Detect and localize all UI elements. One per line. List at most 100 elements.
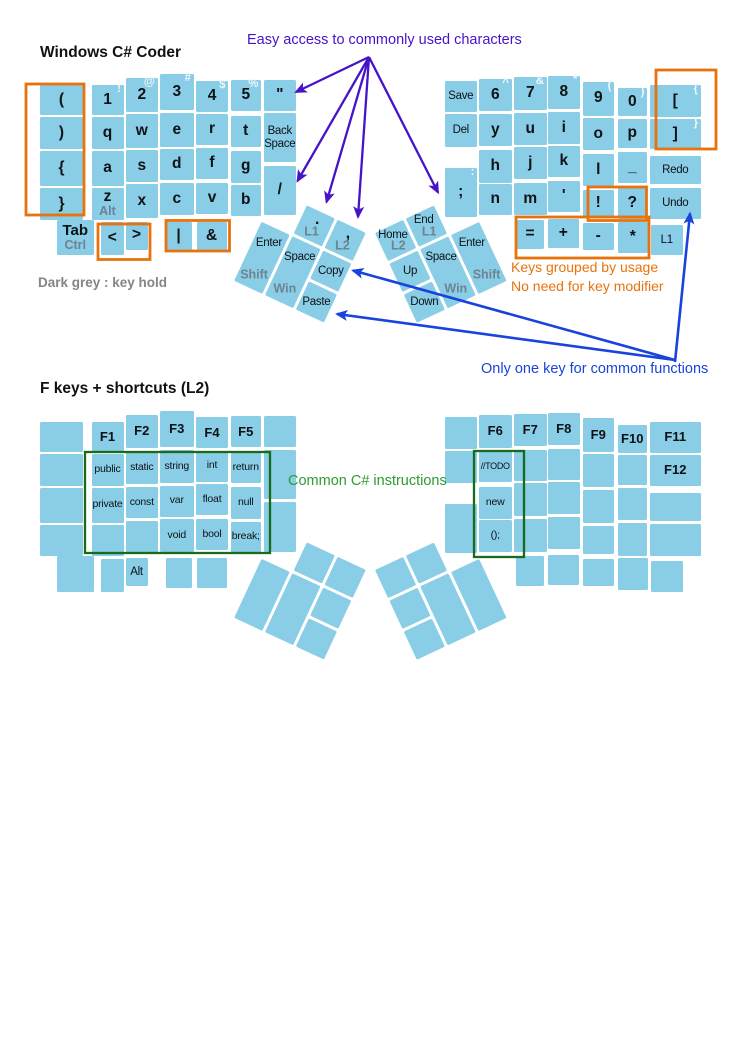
key-blank xyxy=(617,455,647,485)
key-break: break; xyxy=(230,521,261,553)
key-o: o xyxy=(582,117,614,150)
layer2-title: F keys + shortcuts (L2) xyxy=(40,380,210,397)
key-8: 8* xyxy=(547,74,580,109)
key-greater-than: > xyxy=(125,221,148,250)
key-blank xyxy=(514,449,547,481)
key-blank xyxy=(165,558,192,588)
key-f2: F2 xyxy=(126,414,158,448)
key-ampersand: & xyxy=(196,221,227,251)
hold-label: Win xyxy=(273,281,297,296)
key-question: ? xyxy=(617,186,647,219)
key-blank xyxy=(263,416,296,447)
key-blank xyxy=(651,561,683,592)
key-end-label: End xyxy=(413,214,434,227)
hold-label: L1 xyxy=(421,224,437,239)
annotation-arrow-4 xyxy=(367,56,440,195)
note-easy-access: Easy access to commonly used characters xyxy=(247,32,522,48)
key-float: float xyxy=(196,484,228,515)
key-blank xyxy=(547,448,580,480)
annotation-arrow-2 xyxy=(324,56,371,204)
key-undo: Undo xyxy=(650,187,701,219)
annotation-arrow-0 xyxy=(294,55,370,94)
key-blank xyxy=(40,487,83,523)
key-p: p xyxy=(617,118,647,148)
key-g: g xyxy=(230,150,261,183)
key-save: Save xyxy=(444,80,477,112)
key-blank xyxy=(547,555,579,585)
key-blank xyxy=(444,504,477,553)
key-space-label: Space xyxy=(284,251,316,264)
hold-label: L1 xyxy=(304,224,319,239)
key-m: m xyxy=(514,182,547,215)
key-t: t xyxy=(230,115,261,147)
key-b: b xyxy=(230,185,261,216)
shifted-symbol: : xyxy=(470,165,475,178)
key-blank xyxy=(126,520,158,554)
key-blank xyxy=(57,556,94,592)
key-blank xyxy=(444,417,477,449)
hold-label: Alt xyxy=(99,204,116,219)
key-j: j xyxy=(514,146,547,179)
key-slash: / xyxy=(263,165,296,215)
key-f11: F11 xyxy=(650,421,701,453)
hold-label: L2 xyxy=(335,238,350,253)
key-f6: F6 xyxy=(479,415,512,448)
key-var: var xyxy=(160,485,194,517)
annotation-arrow-1 xyxy=(296,56,370,183)
key-f1: F1 xyxy=(91,421,124,452)
annotation-arrow-6 xyxy=(335,309,676,362)
note-dark-grey-legend: Dark grey : key hold xyxy=(38,274,168,290)
key-0: 0) xyxy=(617,86,647,116)
shifted-symbol: { xyxy=(693,83,698,95)
key-enter-label: Enter xyxy=(458,236,485,249)
shifted-symbol: ! xyxy=(117,83,121,95)
key-f: f xyxy=(196,147,228,179)
key-close-brace: } xyxy=(40,188,83,220)
key-close-paren: ) xyxy=(40,117,83,149)
shifted-symbol: ) xyxy=(640,86,645,98)
key-space-label: Space xyxy=(425,251,457,264)
key-f3: F3 xyxy=(160,410,194,447)
key-f4: F4 xyxy=(196,417,228,448)
key-blank xyxy=(40,453,83,486)
key-l: l xyxy=(582,153,614,186)
note-keys-grouped: Keys grouped by usage xyxy=(511,259,659,275)
key-c: c xyxy=(160,182,194,215)
key-exclamation: ! xyxy=(582,189,614,218)
key-less-than: < xyxy=(100,222,124,255)
hold-label: Ctrl xyxy=(64,237,87,252)
key-redo: Redo xyxy=(650,156,701,184)
key-public: public xyxy=(91,453,124,486)
key-blank xyxy=(617,523,647,556)
hold-label: Shift xyxy=(472,267,501,282)
key-private: private xyxy=(91,487,124,523)
key-k: k xyxy=(547,145,580,177)
key-alt: Alt xyxy=(125,558,148,586)
key-f12: F12 xyxy=(650,455,701,486)
key-apostrophe: ' xyxy=(547,180,580,212)
key-e: e xyxy=(160,113,194,147)
key-6: 6^ xyxy=(479,77,512,111)
key-2: 2@ xyxy=(126,76,158,112)
key-blank xyxy=(650,492,701,521)
key-blank xyxy=(617,558,648,590)
key-open-brace: { xyxy=(40,151,83,186)
key-f7: F7 xyxy=(514,413,547,446)
key-home-label: Home xyxy=(378,228,408,241)
page-title: Windows C# Coder xyxy=(40,44,182,61)
shifted-symbol: @ xyxy=(143,76,155,88)
key-open-paren: ( xyxy=(40,85,83,115)
key-blank xyxy=(547,517,580,549)
shifted-symbol: $ xyxy=(219,78,226,91)
annotation-arrow-3 xyxy=(353,56,371,219)
key-blank xyxy=(582,454,614,487)
key-blank xyxy=(514,483,547,516)
key-f8: F8 xyxy=(547,412,580,445)
key-const: const xyxy=(126,486,158,518)
note-one-key: Only one key for common functions xyxy=(481,361,709,377)
key-string: string xyxy=(160,449,194,483)
shifted-symbol: & xyxy=(535,75,544,87)
key-minus: - xyxy=(582,222,614,250)
